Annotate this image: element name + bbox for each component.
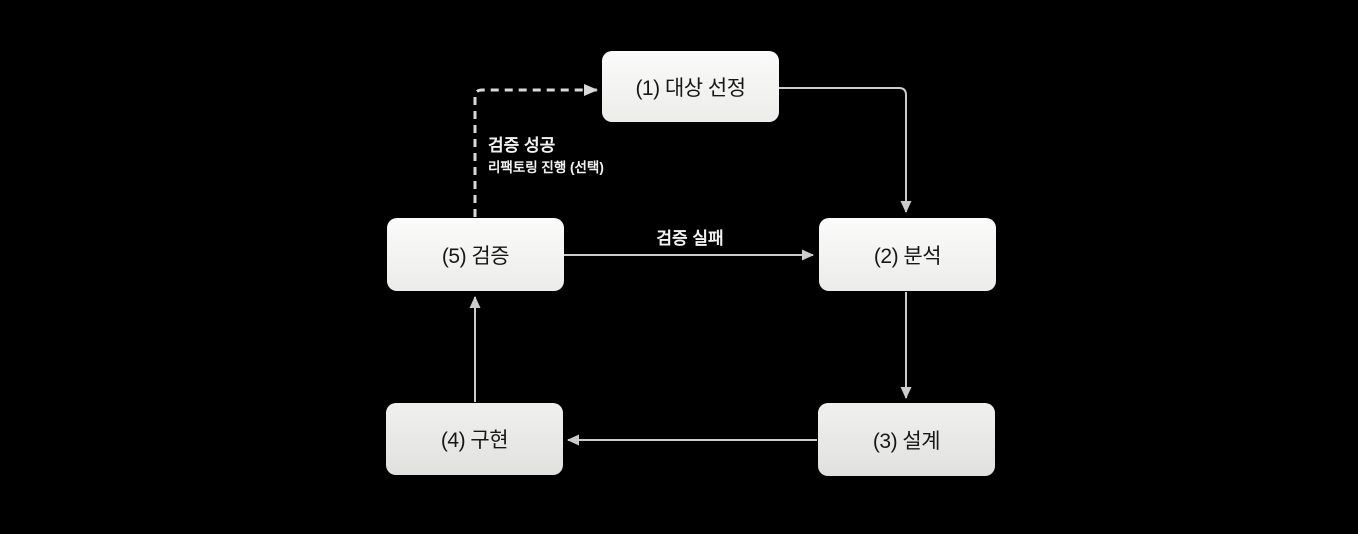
node-step3-design: (3) 설계 [818, 403, 995, 476]
edge-sublabel-refactoring-optional: 리팩토링 진행 (선택) [488, 160, 604, 175]
node-step2-label: (2) 분석 [873, 244, 942, 268]
node-step5-label: (5) 검증 [441, 244, 510, 268]
edge-label-verification-success: 검증 성공 [488, 136, 556, 155]
node-step1-label: (1) 대상 선정 [635, 76, 746, 100]
node-step5-verification: (5) 검증 [387, 218, 564, 291]
node-step4-label: (4) 구현 [440, 429, 509, 452]
edge-step5-to-step1-dashed [473, 84, 598, 217]
edge-step1-to-step2 [779, 87, 912, 213]
node-step1-target-selection: (1) 대상 선정 [602, 51, 779, 122]
node-step3-label: (3) 설계 [872, 429, 941, 453]
edge-label-verification-fail: 검증 실패 [656, 229, 724, 248]
node-step2-analysis: (2) 분석 [819, 218, 996, 291]
node-step4-implementation: (4) 구현 [386, 403, 563, 475]
